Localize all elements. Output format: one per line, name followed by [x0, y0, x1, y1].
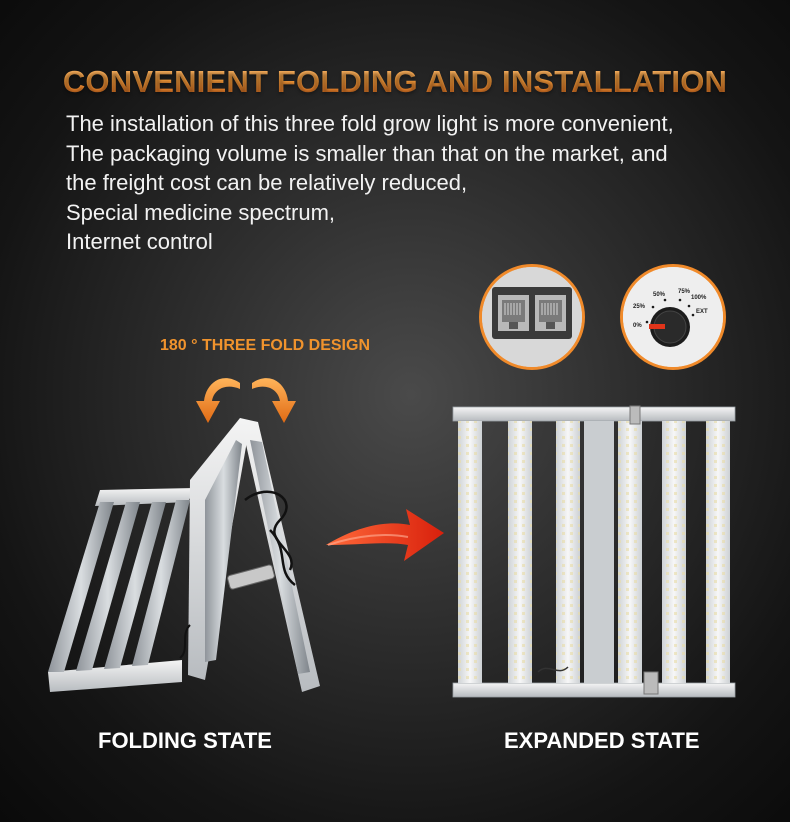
expanded-state-label: EXPANDED STATE [504, 728, 700, 753]
rj-port-icon [482, 267, 582, 367]
description-line: Internet control [66, 229, 213, 254]
folded-light-illustration [48, 418, 320, 692]
rj-port-inset [479, 264, 585, 370]
description-line: The packaging volume is smaller than tha… [66, 140, 668, 166]
dimmer-mark-50: 50% [653, 292, 666, 298]
dimmer-knob-inset: 50% 75% 100% 25% EXT 0% [620, 264, 726, 370]
dimmer-mark-25: 25% [633, 304, 646, 310]
description-line: the freight cost can be relatively reduc… [66, 170, 468, 195]
fold-arrows-icon [196, 378, 296, 423]
expanded-light-illustration [452, 405, 736, 698]
description-block: The installation of this three fold grow… [66, 109, 766, 257]
dimmer-mark-0: 0% [633, 323, 642, 329]
dimmer-mark-100: 100% [691, 295, 707, 301]
dimmer-knob-icon: 50% 75% 100% 25% EXT 0% [623, 267, 723, 367]
dimmer-mark-75: 75% [678, 289, 691, 295]
folding-state-label: FOLDING STATE [98, 728, 272, 753]
description-line: The installation of this three fold grow… [66, 111, 674, 136]
arrow-right-icon [326, 509, 444, 561]
description-line: Special medicine spectrum, [66, 199, 336, 225]
dimmer-mark-ext: EXT [696, 309, 708, 315]
led-bars-group [458, 421, 730, 683]
page-title: CONVENIENT FOLDING AND INSTALLATION [0, 64, 790, 100]
fold-design-label: 180 ° THREE FOLD DESIGN [160, 337, 370, 354]
